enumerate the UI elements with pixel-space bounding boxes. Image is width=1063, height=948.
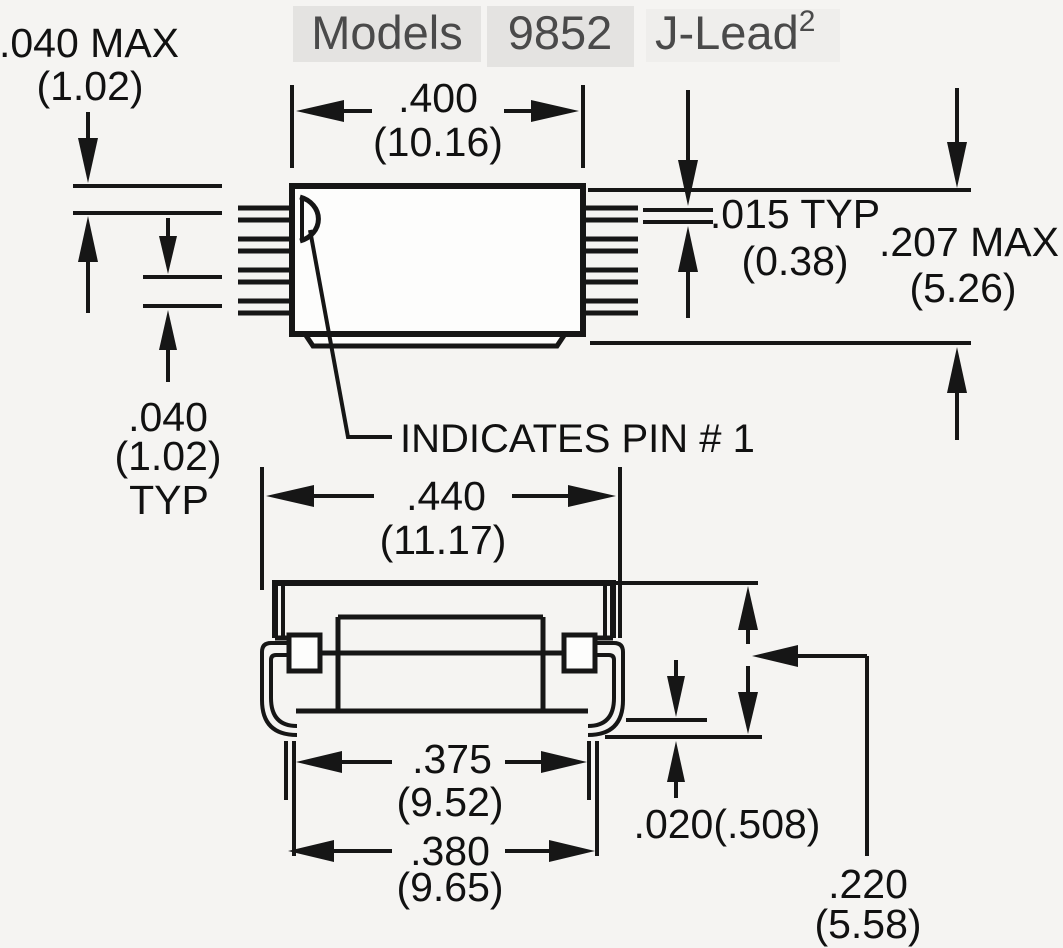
dim-body-width: .400 (10.16): [290, 75, 585, 168]
dim-overall-height: .207 MAX (5.26): [879, 88, 1059, 440]
arrowhead-left: [266, 485, 314, 507]
dim-lead-span-inner-metric: (9.52): [396, 779, 503, 825]
body-outline: [289, 183, 586, 337]
arrowhead-down: [738, 692, 758, 734]
dim-overall-height-metric: (5.26): [909, 265, 1016, 311]
title-highlight-number: [487, 6, 634, 67]
dim-lead-thickness: .015 TYP (0.38): [643, 90, 880, 318]
title-models: Models: [311, 6, 463, 59]
title-model-type-superscript: 2: [799, 5, 816, 38]
dim-lead-thickness-metric: (0.38): [741, 238, 848, 284]
dim-standoff: .020(.508): [605, 660, 820, 847]
pin1-note-text: INDICATES PIN # 1: [400, 417, 755, 461]
title-model-type: J-Lead2: [655, 5, 815, 59]
package-body-end-view: [272, 580, 758, 714]
lead-section-left: [286, 632, 323, 674]
dim-lead-pitch-qualifier: TYP: [129, 477, 209, 523]
arrowhead-up: [678, 226, 698, 272]
lead-section-right: [561, 632, 598, 674]
dim-body-width-value: .400: [398, 75, 478, 121]
j-lead-outer: [260, 641, 298, 737]
package-body-top-view: [289, 183, 586, 349]
title-highlight-type: [646, 9, 840, 62]
dim-lead-span-outer: .380 (9.65): [288, 828, 595, 910]
dim-lead-span-outer-value: .380: [410, 828, 490, 874]
arrowhead-up: [738, 586, 758, 630]
dim-lead-pitch-value: .040: [128, 394, 208, 440]
dim-seated-height-value: .220: [828, 861, 908, 907]
pin1-indicator: [299, 194, 321, 244]
dim-body-max-thickness: .040 MAX (1.02): [0, 20, 222, 313]
dim-seated-height: .220 (5.58): [738, 586, 922, 947]
leads-left: [238, 205, 292, 316]
j-lead-left: [260, 641, 298, 737]
dim-lead-span-inner-value: .375: [412, 736, 492, 782]
pin1-note: INDICATES PIN # 1: [308, 229, 755, 461]
dim-lead-pitch-metric: (1.02): [114, 433, 221, 479]
arrowhead-up: [947, 347, 967, 393]
dim-overall-width-metric: (11.17): [380, 517, 507, 563]
j-lead-inner: [587, 653, 616, 728]
leads-right: [583, 205, 638, 316]
title-model-type-label: J-Lead: [655, 6, 799, 59]
lead-span-extensions: [284, 741, 599, 856]
arrowhead-right: [541, 751, 587, 773]
dim-lead-span-outer-metric: (9.65): [396, 864, 503, 910]
top-view: .040 MAX (1.02) .040 (1.02) TYP: [0, 20, 1059, 523]
j-lead-inner: [269, 653, 298, 728]
arrowhead-left: [296, 100, 344, 122]
arrowhead-right: [531, 100, 579, 122]
arrowhead-down: [78, 138, 98, 183]
arrowhead-right: [549, 840, 595, 862]
dim-body-max-thickness-metric: (1.02): [36, 63, 143, 109]
dim-body-width-metric: (10.16): [373, 119, 503, 165]
arrowhead-down: [159, 236, 177, 274]
dim-overall-width: .440 (11.17): [260, 467, 622, 638]
title-model-number: 9852: [508, 6, 613, 59]
pin1-leader-line: [308, 229, 392, 439]
dim-overall-width-value: .440: [406, 473, 486, 519]
title-highlight-models: [293, 6, 481, 62]
arrowhead-down: [667, 676, 685, 717]
arrowhead-up: [667, 741, 685, 782]
dim-lead-thickness-value: .015 TYP: [710, 191, 880, 237]
dim-seated-height-metric: (5.58): [814, 901, 921, 947]
dim-overall-height-value: .207 MAX: [879, 219, 1059, 265]
dim-lead-span-inner: .375 (9.52): [296, 736, 587, 825]
arrowhead-down: [947, 142, 967, 188]
dim-body-max-thickness-value: .040 MAX: [0, 20, 179, 66]
arrowhead-up: [78, 216, 98, 262]
j-lead-right: [587, 641, 625, 737]
dim-lead-pitch: .040 (1.02) TYP: [114, 218, 222, 523]
title: Models 9852 J-Lead2: [293, 5, 840, 67]
j-lead-outer: [587, 641, 625, 737]
end-view: .440 (11.17): [260, 467, 922, 947]
dim-standoff-value: .020(.508): [634, 801, 821, 847]
arrowhead-right: [568, 485, 616, 507]
arrowhead-left: [296, 751, 342, 773]
arrowhead-left: [288, 840, 334, 862]
arrowhead-down: [678, 160, 698, 206]
leader-arrowhead-left: [752, 645, 798, 667]
arrowhead-up: [159, 310, 177, 350]
